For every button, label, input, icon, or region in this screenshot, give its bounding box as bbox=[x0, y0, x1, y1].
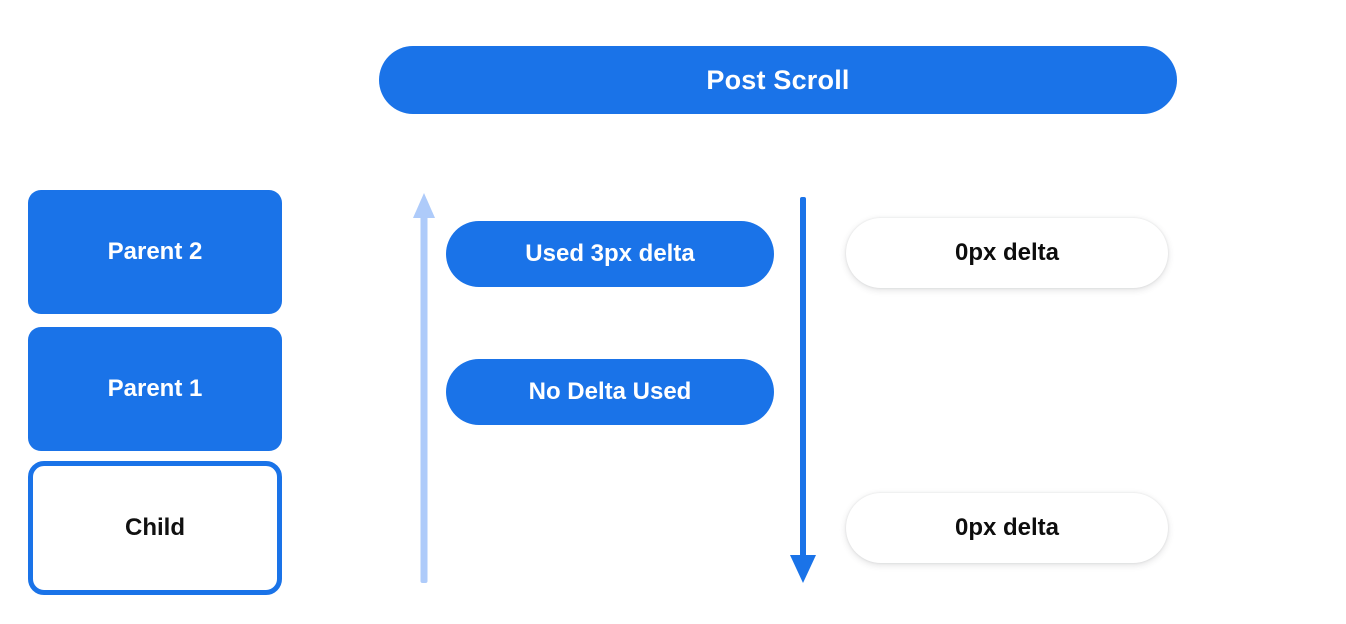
result-pill-bottom-label: 0px delta bbox=[954, 514, 1060, 541]
node-child: Child bbox=[28, 461, 282, 595]
delta-pill-used: Used 3px delta bbox=[446, 221, 774, 287]
delta-pill-unused: No Delta Used bbox=[446, 359, 774, 425]
arrow-up-shaft bbox=[420, 215, 428, 583]
delta-pill-unused-label: No Delta Used bbox=[528, 378, 692, 405]
arrow-down-shaft bbox=[800, 197, 806, 559]
arrow-up-head bbox=[413, 193, 435, 218]
node-parent-1-label: Parent 1 bbox=[107, 375, 203, 402]
scroll-up-arrow-icon bbox=[412, 193, 436, 583]
scroll-down-arrow-icon bbox=[790, 197, 816, 583]
node-child-label: Child bbox=[125, 514, 185, 541]
result-pill-bottom: 0px delta bbox=[846, 493, 1168, 563]
post-scroll-header: Post Scroll bbox=[379, 46, 1177, 114]
node-parent-2-label: Parent 2 bbox=[107, 238, 203, 265]
node-parent-2: Parent 2 bbox=[28, 190, 282, 314]
node-parent-1: Parent 1 bbox=[28, 327, 282, 451]
delta-pill-used-label: Used 3px delta bbox=[525, 240, 695, 267]
arrow-down-head bbox=[790, 555, 816, 583]
result-pill-top: 0px delta bbox=[846, 218, 1168, 288]
post-scroll-header-label: Post Scroll bbox=[706, 64, 850, 95]
result-pill-top-label: 0px delta bbox=[954, 239, 1060, 266]
